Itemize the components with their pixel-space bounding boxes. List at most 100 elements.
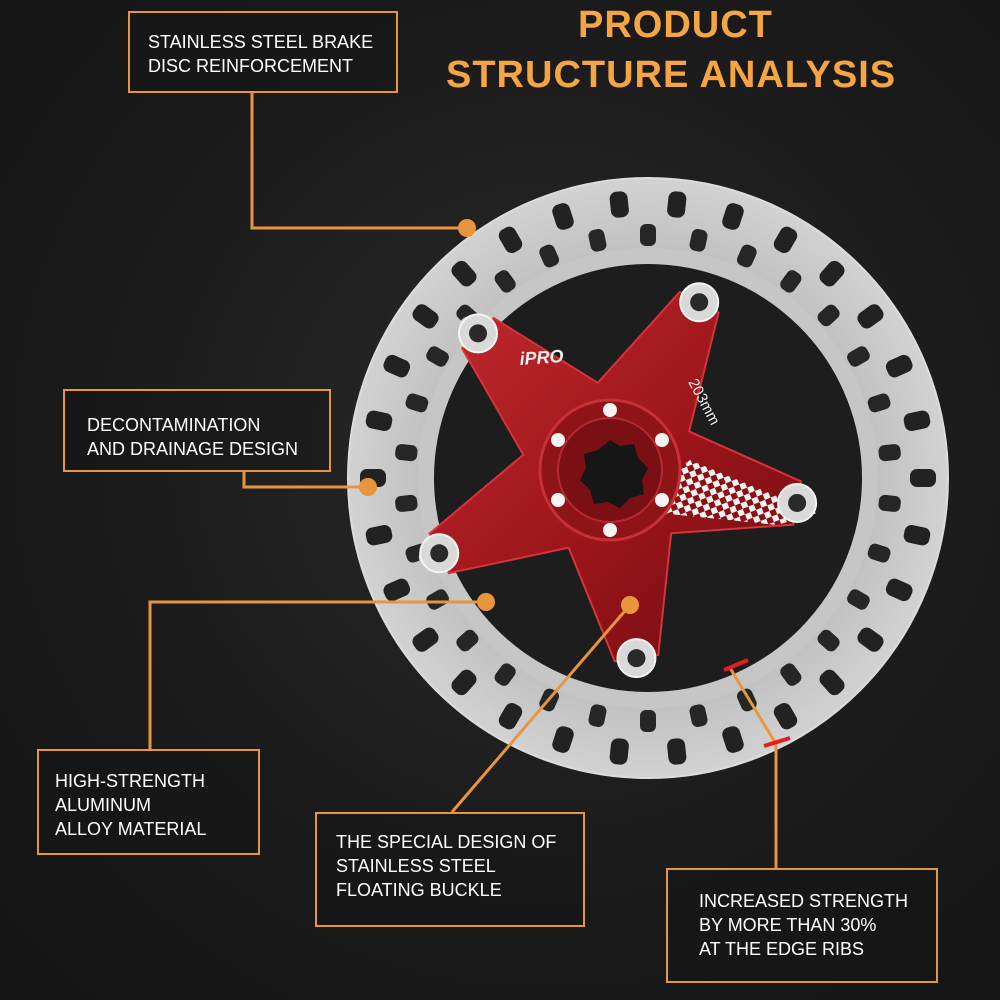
rotor-slot [365, 524, 393, 546]
rotor-slot [552, 203, 574, 230]
callout-reinforcement: STAINLESS STEEL BRAKE DISC REINFORCEMENT [128, 11, 398, 93]
rotor-slot [847, 346, 870, 367]
rotor-slot [722, 203, 744, 230]
hub-bolt-hole [603, 523, 617, 537]
rotor-slot [773, 226, 798, 254]
rotor-slot [588, 704, 607, 727]
rotor-slot [588, 229, 607, 252]
callout-text: AND DRAINAGE DESIGN [87, 439, 299, 459]
callout-text: BY MORE THAN 30% [699, 915, 877, 935]
rotor-slot [498, 226, 523, 254]
connector-dot-drainage [359, 478, 377, 496]
floating-rivet-hole [430, 544, 449, 563]
floating-rivets [419, 282, 818, 679]
rotor-slot [494, 270, 516, 293]
callout-text: THE SPECIAL DESIGN OF [336, 832, 557, 852]
callout-text: ALLOY MATERIAL [55, 819, 207, 839]
callout-text: DISC REINFORCEMENT [148, 56, 354, 76]
rotor-slot [885, 578, 913, 602]
rotor-slot [405, 393, 429, 413]
hub-bolt-hole [654, 493, 669, 507]
connector-line-drainage [242, 472, 367, 489]
connector-dot-aluminum [477, 593, 495, 611]
rotor-slot [903, 410, 931, 432]
rotor-slot [609, 738, 629, 765]
rotor-slot [817, 629, 840, 652]
floating-rivet-hole [627, 649, 646, 668]
callout-text: FLOATING BUCKLE [336, 880, 502, 900]
callout-aluminum: HIGH-STRENGTH ALUMINUM ALLOY MATERIAL [37, 749, 260, 855]
rotor-slot [640, 224, 656, 246]
hub-bolt-hole [654, 433, 669, 447]
callout-text: STAINLESS STEEL [336, 856, 496, 876]
rotor-slot [773, 702, 798, 730]
rotor-slot [383, 578, 411, 602]
connector-dot-buckle [621, 596, 639, 614]
rotor-slot [395, 444, 418, 462]
callout-text: DECONTAMINATION [87, 415, 261, 435]
rotor-slot [780, 663, 802, 686]
rotor-slot [426, 589, 449, 610]
aluminum-spider: iPRO 203mm [428, 290, 818, 663]
rotor-slot [412, 627, 439, 652]
rotor-slot [878, 444, 901, 462]
hub-bolt-hole [603, 403, 617, 417]
rotor-slot [780, 270, 802, 293]
callout-text: HIGH-STRENGTH [55, 771, 205, 791]
title-line-1: PRODUCT [578, 4, 773, 46]
rotor-slot [383, 354, 411, 378]
rotor-slot [736, 244, 757, 268]
rotor-slot [857, 627, 884, 652]
callout-text: STAINLESS STEEL BRAKE [148, 32, 374, 52]
center-lock-hole [580, 440, 648, 508]
rotor-inner-slots [395, 224, 901, 732]
callout-text: AT THE EDGE RIBS [699, 939, 865, 959]
title-line-2: STRUCTURE ANALYSIS [446, 54, 897, 96]
rotor-slot [412, 304, 439, 329]
rotor-slot [451, 260, 477, 287]
rotor-slot [847, 589, 870, 610]
rotor-slot [456, 629, 479, 652]
brand-label: iPRO [519, 346, 564, 369]
callout-drainage: DECONTAMINATION AND DRAINAGE DESIGN [63, 389, 331, 472]
rotor-slot [819, 260, 845, 287]
connector-line-reinforcement [250, 93, 465, 230]
rotor-slot [552, 726, 574, 753]
rotor-slot [365, 410, 393, 432]
connector-line-buckle [450, 604, 632, 813]
rotor-slot [609, 191, 629, 218]
rotor-slot [857, 304, 884, 329]
rotor-slot [867, 393, 891, 413]
rotor-slot [498, 702, 523, 730]
callout-floating-buckle: THE SPECIAL DESIGN OF STAINLESS STEEL FL… [315, 812, 585, 927]
edge-rib-marker-top [723, 658, 749, 672]
rotor-slot [494, 663, 516, 686]
rotor-slot [395, 494, 418, 512]
rotor-slot [722, 726, 744, 753]
rotor-slot [689, 229, 708, 252]
connector-line-aluminum [148, 600, 484, 749]
rotor-slot [903, 524, 931, 546]
rotor-slot [451, 669, 477, 696]
callout-text: ALUMINUM [55, 795, 152, 815]
floating-rivet-hole [469, 324, 488, 343]
rotor-slot [817, 304, 840, 327]
rotor-slot [878, 494, 901, 512]
rotor-outer-slots [360, 191, 936, 765]
rotor-slot [667, 738, 687, 765]
floating-rivet-hole [690, 293, 709, 312]
rotor-slot [539, 244, 560, 268]
rotor-slot [910, 469, 936, 487]
rotor-slot [689, 704, 708, 727]
hub-bolt-hole [551, 433, 566, 447]
rotor-slot [426, 346, 449, 367]
rotor-slot [640, 710, 656, 732]
rotor-slot [819, 669, 845, 696]
rotor-slot [867, 543, 891, 563]
edge-rib-marker-bottom [763, 736, 791, 748]
hub-bolt-hole [551, 493, 566, 507]
rotor-slot [885, 354, 913, 378]
rotor-slot [667, 191, 687, 218]
hub-bolt-holes [551, 403, 669, 537]
